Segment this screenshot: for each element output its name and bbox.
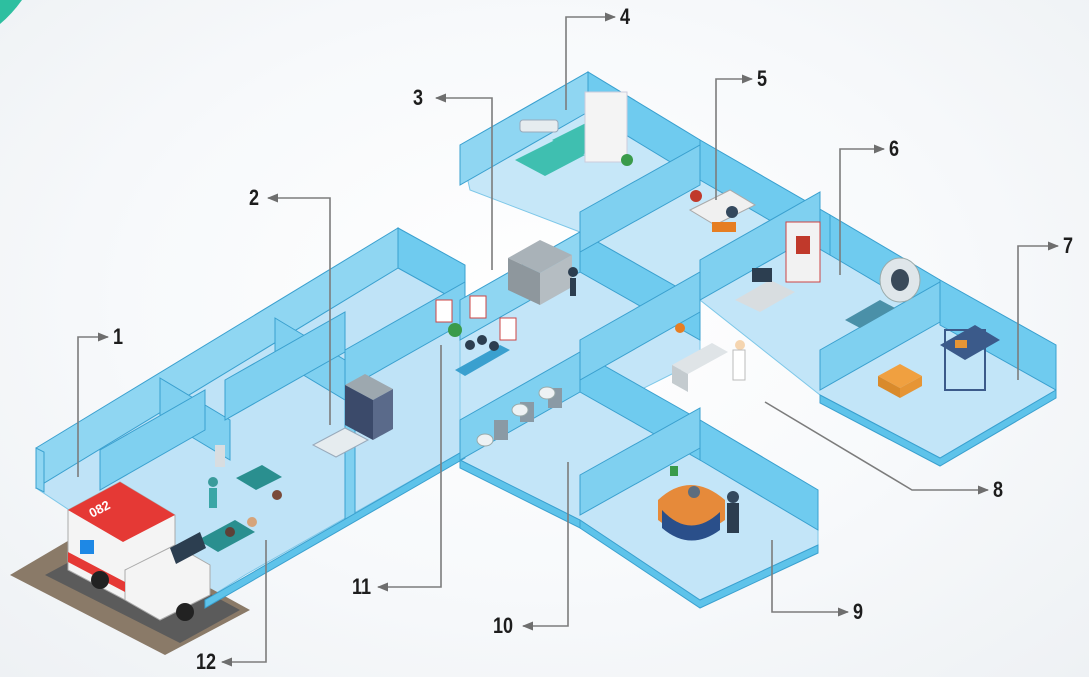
leader-line-1 xyxy=(77,332,110,477)
callout-8: 8 xyxy=(993,477,1004,502)
leader-line-8 xyxy=(764,401,990,495)
er-waiting xyxy=(198,445,282,552)
callout-10: 10 xyxy=(493,613,514,638)
pharmacy xyxy=(672,323,746,392)
ambulance: 082 xyxy=(67,481,211,621)
storage xyxy=(878,325,1000,398)
leader-line-4 xyxy=(565,12,617,110)
leader-lines xyxy=(77,12,1060,667)
leader-line-7 xyxy=(1017,241,1060,380)
callout-4: 4 xyxy=(620,4,631,29)
waiting-room xyxy=(435,295,517,376)
consult-room xyxy=(688,189,757,232)
reception-desk xyxy=(658,466,739,541)
ward-beds xyxy=(515,91,633,176)
leader-line-10 xyxy=(521,462,569,631)
callout-7: 7 xyxy=(1063,233,1074,258)
toilets xyxy=(476,386,562,447)
leader-line-9 xyxy=(771,540,850,617)
callout-1: 1 xyxy=(113,324,124,349)
leader-line-2 xyxy=(266,193,331,425)
leader-line-11 xyxy=(376,345,442,592)
callout-6: 6 xyxy=(889,136,900,161)
callout-11: 11 xyxy=(352,574,372,599)
callout-2: 2 xyxy=(249,185,260,210)
callout-3: 3 xyxy=(413,85,424,110)
office-cabinet xyxy=(311,374,393,458)
leader-line-3 xyxy=(434,93,493,270)
leader-line-12 xyxy=(220,540,267,667)
leader-line-6 xyxy=(839,144,886,275)
mri-room xyxy=(735,221,921,328)
callout-12: 12 xyxy=(196,649,217,674)
lockers xyxy=(508,240,578,305)
callout-5: 5 xyxy=(757,66,768,91)
callout-9: 9 xyxy=(853,599,864,624)
leader-line-5 xyxy=(715,74,754,200)
corner-accent xyxy=(0,0,22,24)
